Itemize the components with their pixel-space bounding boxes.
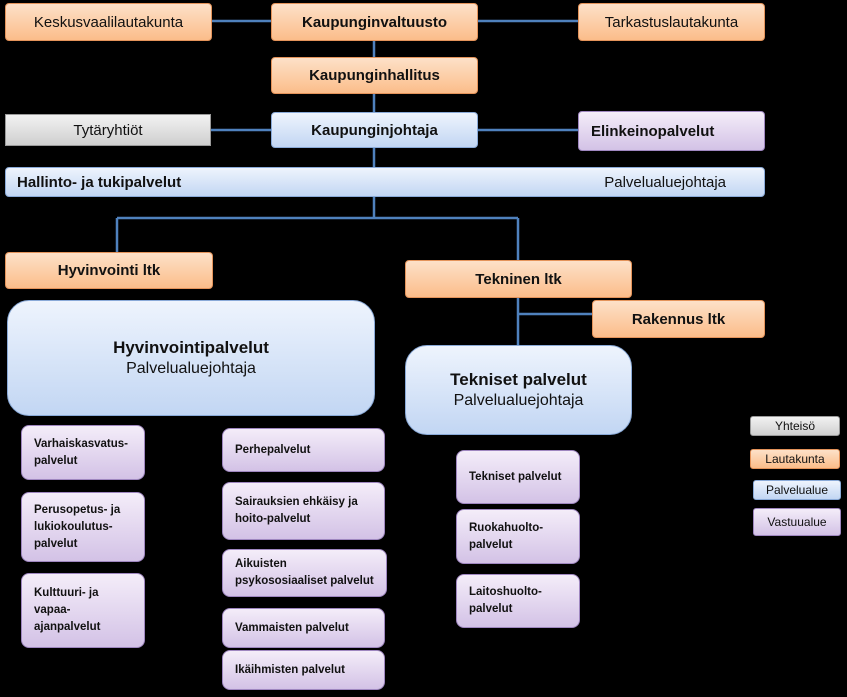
unit-line: vapaa- <box>34 604 71 616</box>
unit-line: Ruokahuolto- <box>469 521 544 534</box>
technical-board-box: Tekninen ltk <box>405 260 632 298</box>
legend-responsibility-area-label: Vastuualue <box>767 515 827 529</box>
unit-line: hoito-palvelut <box>235 513 311 525</box>
technical-services-role: Palvelualuejohtaja <box>453 392 584 409</box>
technical-board-label: Tekninen ltk <box>475 270 562 288</box>
unit-line: psykososiaaliset palvelut <box>235 575 374 587</box>
unit-line: Sairauksien ehkäisy ja <box>235 496 358 508</box>
subsidiaries-label: Tytäryhtiöt <box>73 121 143 139</box>
welfare-services-role: Palvelualuejohtaja <box>126 360 256 377</box>
admin-support-label: Hallinto- ja tukipalvelut <box>17 173 182 191</box>
legend-board-label: Lautakunta <box>765 452 825 466</box>
disease-prevention-box: Sairauksien ehkäisy ja hoito-palvelut <box>222 482 385 540</box>
unit-line: Perhepalvelut <box>235 443 311 456</box>
city-council-label: Kaupunginvaltuusto <box>302 13 447 31</box>
unit-line: Laitoshuolto- <box>469 586 542 598</box>
legend-service-area-label: Palvelualue <box>765 483 829 497</box>
audit-board-box: Tarkastuslautakunta <box>578 3 765 41</box>
unit-line: palvelut <box>34 537 78 550</box>
early-childhood-box: Varhaiskasvatus-palvelut <box>21 425 145 480</box>
family-services-box: Perhepalvelut <box>222 428 385 472</box>
audit-board-label: Tarkastuslautakunta <box>604 13 739 31</box>
welfare-services-box: Hyvinvointipalvelut Palvelualuejohtaja <box>7 300 375 416</box>
admin-support-bar: Hallinto- ja tukipalvelut Palvelualuejoh… <box>5 167 765 197</box>
business-services-box: Elinkeinopalvelut <box>578 111 765 151</box>
technical-services-title: Tekniset palvelut <box>450 370 587 389</box>
disability-services-box: Vammaisten palvelut <box>222 608 385 648</box>
legend-community-label: Yhteisö <box>774 419 816 433</box>
unit-line: palvelut <box>469 603 513 615</box>
catering-services-box: Ruokahuolto-palvelut <box>456 509 580 564</box>
admin-support-role: Palvelualuejohtaja <box>604 173 726 191</box>
facility-cleaning-box: Laitoshuolto-palvelut <box>456 574 580 628</box>
unit-line: palvelut <box>34 454 78 467</box>
welfare-board-box: Hyvinvointi ltk <box>5 252 213 289</box>
legend-board: Lautakunta <box>750 449 840 469</box>
building-board-label: Rakennus ltk <box>631 310 726 328</box>
unit-line: palvelut <box>469 538 513 551</box>
unit-line: Vammaisten palvelut <box>235 621 349 634</box>
unit-line: ajanpalvelut <box>34 621 101 633</box>
basic-education-box: Perusopetus- ja lukiokoulutus-palvelut <box>21 492 145 562</box>
legend-responsibility-area: Vastuualue <box>753 508 841 536</box>
city-board-box: Kaupunginhallitus <box>271 57 478 94</box>
mayor-label: Kaupunginjohtaja <box>311 121 438 139</box>
legend-service-area: Palvelualue <box>753 480 841 500</box>
unit-line: Varhaiskasvatus- <box>34 437 128 450</box>
adult-psychosocial-box: Aikuisten psykososiaaliset palvelut <box>222 549 387 597</box>
unit-line: Aikuisten <box>235 558 287 570</box>
culture-leisure-box: Kulttuuri- ja vapaa-ajanpalvelut <box>21 573 145 648</box>
subsidiaries-box: Tytäryhtiöt <box>5 114 211 146</box>
unit-line: Perusopetus- ja <box>34 503 121 516</box>
election-board-label: Keskusvaalilautakunta <box>33 13 184 31</box>
election-board-box: Keskusvaalilautakunta <box>5 3 212 41</box>
welfare-services-title: Hyvinvointipalvelut <box>113 338 269 357</box>
unit-line: Ikäihmisten palvelut <box>235 663 345 676</box>
city-council-box: Kaupunginvaltuusto <box>271 3 478 41</box>
mayor-box: Kaupunginjohtaja <box>271 112 478 148</box>
city-board-label: Kaupunginhallitus <box>309 67 440 84</box>
building-board-box: Rakennus ltk <box>592 300 765 338</box>
unit-line: lukiokoulutus- <box>34 520 113 533</box>
unit-line: Kulttuuri- ja <box>34 587 99 599</box>
business-services-label: Elinkeinopalvelut <box>591 122 715 140</box>
tech-services-unit-box: Tekniset palvelut <box>456 450 580 504</box>
welfare-board-label: Hyvinvointi ltk <box>57 262 161 279</box>
elderly-services-box: Ikäihmisten palvelut <box>222 650 385 690</box>
technical-services-box: Tekniset palvelut Palvelualuejohtaja <box>405 345 632 435</box>
legend-community: Yhteisö <box>750 416 840 436</box>
unit-line: Tekniset palvelut <box>469 470 562 483</box>
